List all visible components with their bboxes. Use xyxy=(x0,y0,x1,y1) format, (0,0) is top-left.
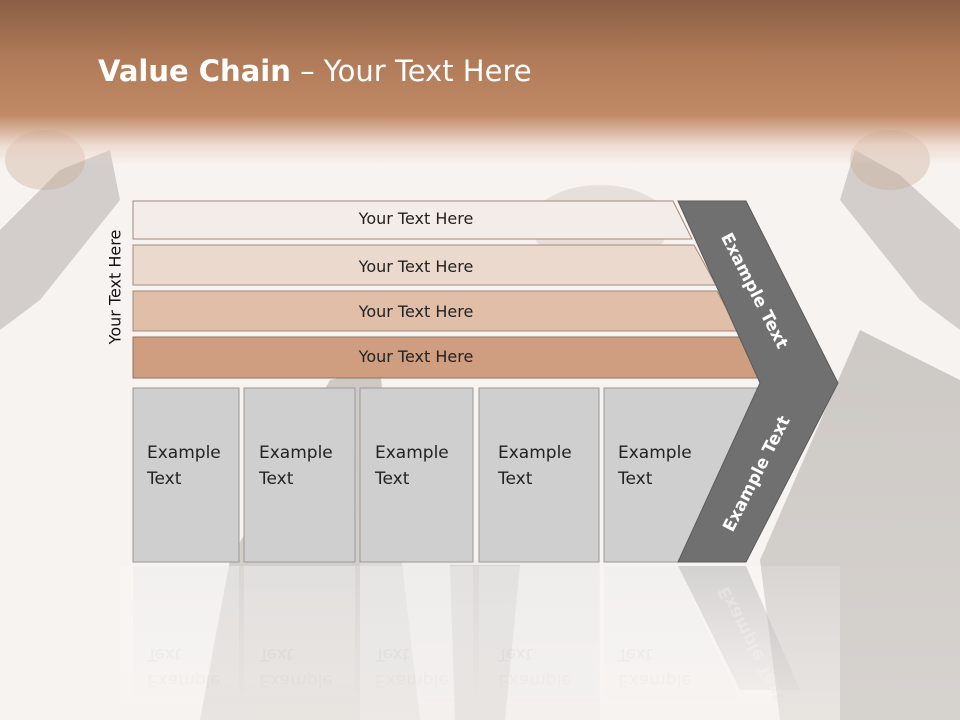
title-rest: – Your Text Here xyxy=(290,54,532,88)
support-band-1 xyxy=(132,200,693,240)
primary-box-4-line2: Text xyxy=(497,469,533,489)
primary-box-4-line1: Example xyxy=(498,443,572,463)
primary-box-3-line2: Text xyxy=(374,469,410,489)
slide-title: Value Chain – Your Text Here xyxy=(98,54,532,88)
primary-box-4 xyxy=(478,387,600,563)
primary-box-1-line2: Text xyxy=(146,469,182,489)
primary-box-1 xyxy=(132,387,240,563)
primary-box-2-line2: Text xyxy=(258,469,294,489)
diagram-reflection: Example Text Example Text Example Text E… xyxy=(120,566,840,720)
primary-box-2-line1: Example xyxy=(259,443,333,463)
title-banner xyxy=(0,0,960,165)
primary-box-5-line1: Example xyxy=(618,443,692,463)
primary-box-3 xyxy=(359,387,474,563)
primary-box-5-line2: Text xyxy=(617,469,653,489)
support-band-2-label: Your Text Here xyxy=(358,257,474,276)
support-band-3-label: Your Text Here xyxy=(358,302,474,321)
title-bold: Value Chain xyxy=(98,54,291,88)
primary-box-3-line1: Example xyxy=(375,443,449,463)
primary-box-1-line1: Example xyxy=(147,443,221,463)
margin-chevron xyxy=(677,200,839,563)
primary-box-2 xyxy=(243,387,356,563)
support-band-4-label: Your Text Here xyxy=(358,347,474,366)
support-band-1-label: Your Text Here xyxy=(358,209,474,228)
